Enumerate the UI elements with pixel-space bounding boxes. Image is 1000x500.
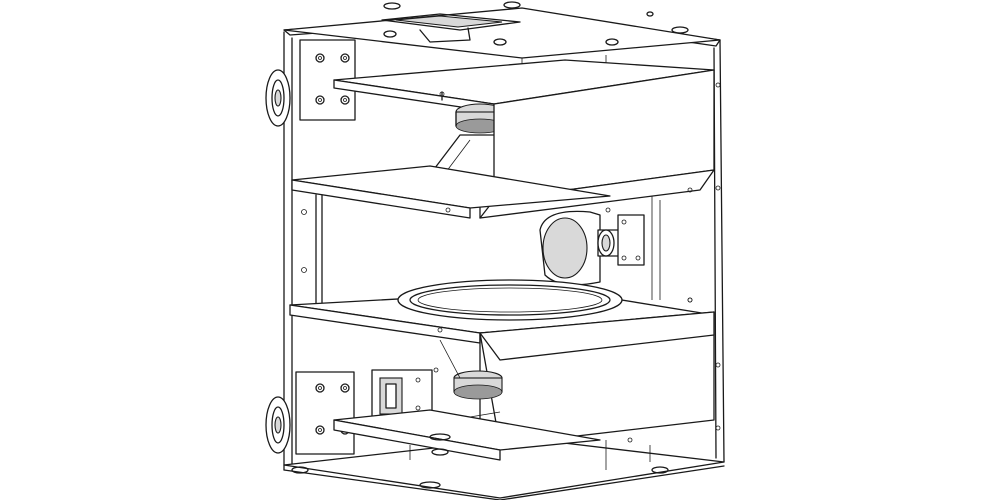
lower-enclosure-box	[479, 311, 715, 446]
bottom-shelf	[291, 409, 669, 489]
connector-panel	[371, 367, 439, 421]
woofer-ring	[397, 279, 623, 321]
top-handle	[381, 13, 521, 43]
upper-wheel	[265, 69, 291, 127]
lower-driver	[439, 339, 503, 421]
middle-shelf	[291, 165, 611, 311]
upper-shelf	[333, 59, 715, 113]
lower-side-plate	[295, 371, 355, 455]
lower-wheel	[265, 396, 291, 454]
right-frame-bolts	[627, 82, 721, 443]
top-bolt-holes	[383, 1, 689, 46]
bass-port	[539, 207, 645, 286]
cabinet-frame	[283, 7, 725, 500]
